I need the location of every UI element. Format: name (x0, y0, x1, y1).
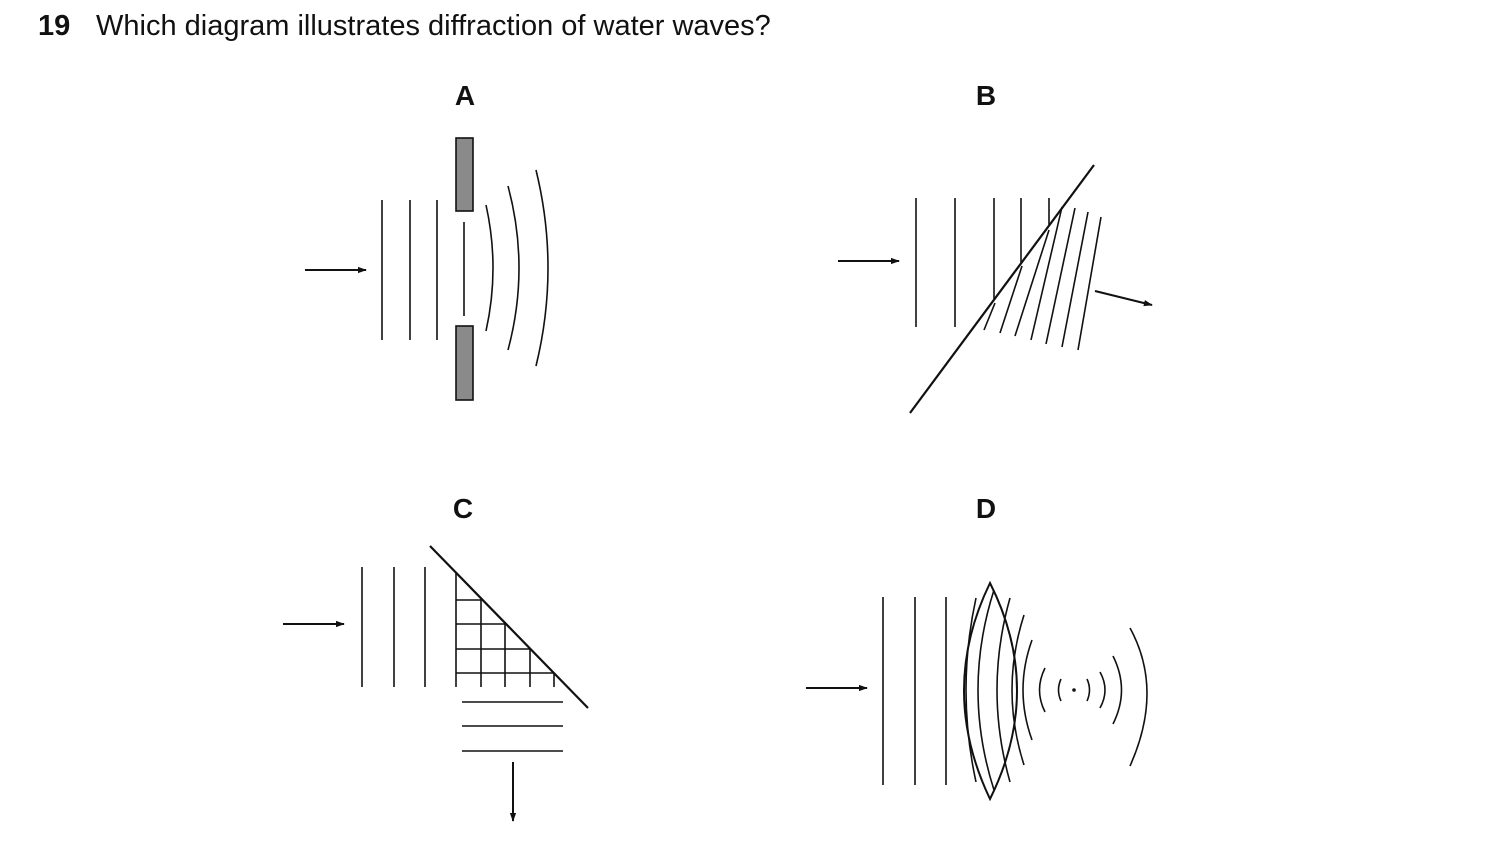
focus-point (1072, 688, 1076, 692)
boundary-line (909, 164, 1095, 414)
diagram-d[interactable] (806, 580, 1148, 802)
question-stem: 19 Which diagram illustrates diffraction … (38, 10, 771, 43)
option-d-label[interactable]: D (975, 493, 997, 524)
lens-wavefronts (965, 589, 1033, 791)
converging-wavefronts (1038, 667, 1062, 713)
incident-wavefronts (882, 597, 947, 785)
question-number: 19 (38, 10, 71, 42)
reflected-wavefronts (462, 701, 563, 752)
barrier-lower (455, 325, 474, 401)
reflector-line (429, 545, 589, 709)
overlap-grid-horizontal (456, 599, 554, 674)
incident-wavefronts (381, 200, 438, 340)
option-a-label[interactable]: A (454, 80, 476, 111)
diagram-b[interactable] (838, 164, 1153, 414)
incident-wavefronts (361, 567, 457, 687)
refracted-direction-arrow (1094, 290, 1153, 307)
question-text: Which diagram illustrates diffraction of… (96, 10, 771, 42)
option-c-label[interactable]: C (452, 493, 474, 524)
diffracted-wavefronts (485, 169, 549, 367)
refracted-wavefronts (983, 206, 1102, 351)
diagram-a[interactable] (305, 137, 549, 401)
diagram-c[interactable] (283, 545, 589, 822)
option-b-label[interactable]: B (975, 80, 997, 111)
incident-wavefronts (915, 198, 1050, 327)
barrier-upper (455, 137, 474, 212)
diverging-wavefronts (1086, 627, 1148, 767)
